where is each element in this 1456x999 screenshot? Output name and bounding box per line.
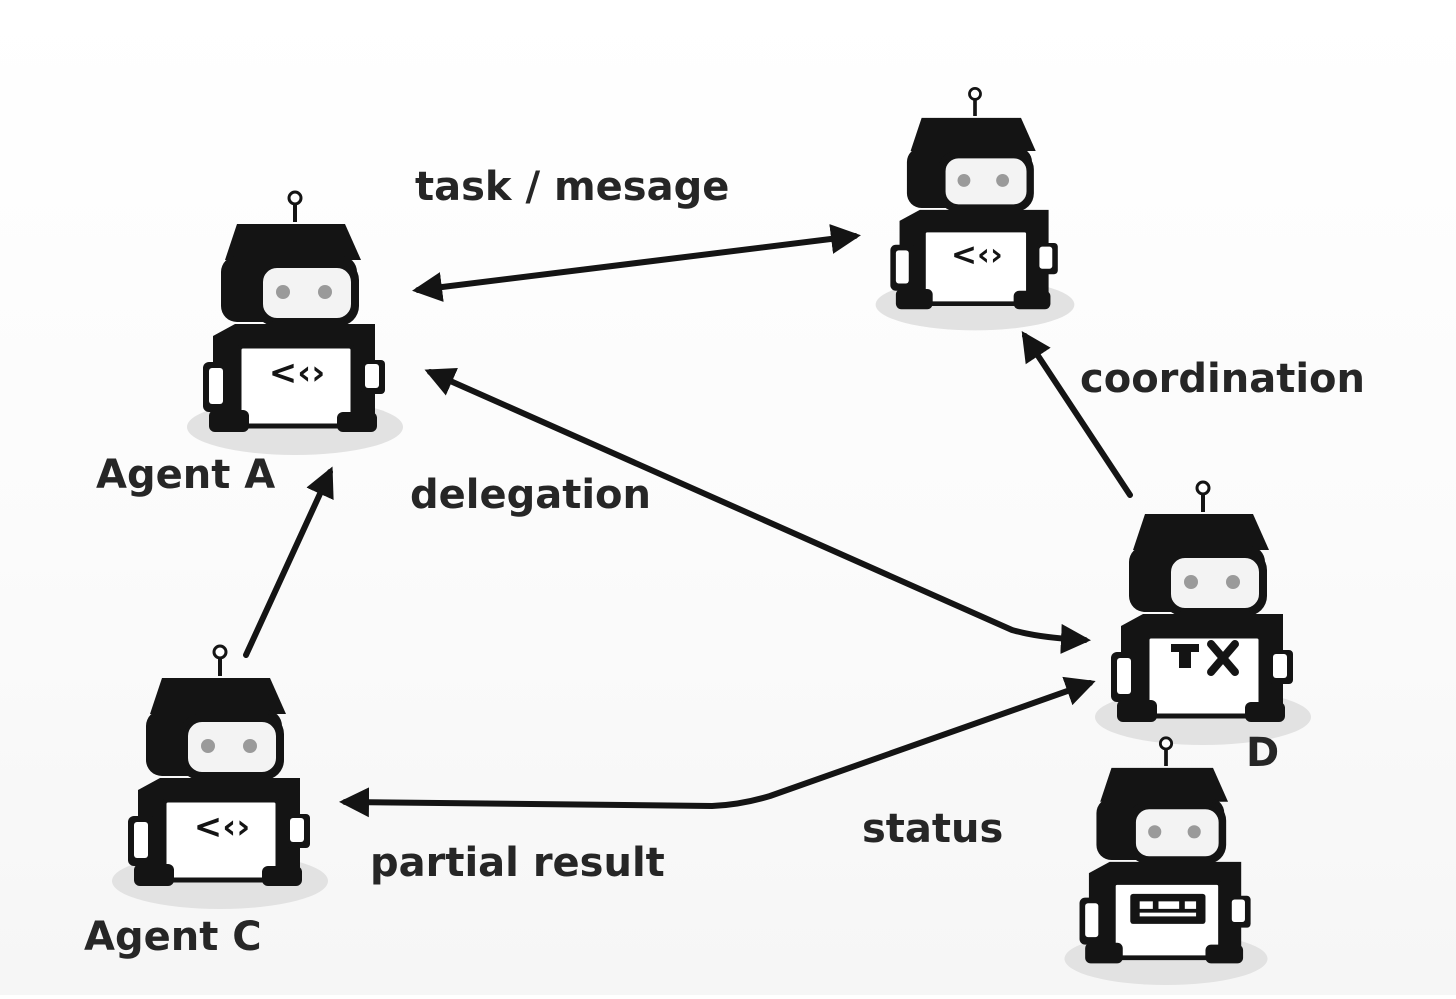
robot-icon [187, 192, 403, 455]
agent-b-node[interactable] [876, 88, 1075, 330]
code-brackets-icon [950, 237, 1003, 274]
tx-icon [1171, 640, 1239, 676]
code-brackets-icon [268, 353, 326, 393]
agent-labels-layer: Agent A Agent C D [84, 452, 1279, 960]
agent-c-node[interactable] [112, 646, 328, 909]
agent-a-node[interactable] [187, 192, 403, 455]
edge-partial-result-arrow [339, 676, 1096, 818]
agent-a-label: Agent A [96, 452, 275, 498]
edge-labels-layer: task / mesage delegation coordination pa… [370, 164, 1365, 886]
edge-label-coordination: coordination [1080, 356, 1365, 402]
edges-layer [243, 224, 1133, 818]
robot-icon [112, 646, 328, 909]
edge-delegation-arrow [424, 368, 1091, 654]
robot-icon [1064, 738, 1267, 985]
code-brackets-icon [193, 807, 251, 847]
panel-icon [1130, 893, 1206, 924]
edge-label-task-message: task / mesage [415, 164, 729, 210]
edge-label-partial-result: partial result [370, 840, 665, 886]
agent-d-node[interactable] [1095, 482, 1311, 745]
edge-coordination-arrow [1021, 330, 1133, 498]
robot-icon [876, 88, 1075, 330]
agent-e-node[interactable] [1064, 738, 1267, 985]
robot-icon [1095, 482, 1311, 745]
edge-label-status: status [862, 806, 1003, 852]
agent-c-label: Agent C [84, 914, 262, 960]
agent-e-label: D [1246, 730, 1279, 776]
edge-c-to-a-arrow [243, 466, 334, 658]
edge-task-message-arrow [412, 224, 861, 302]
edge-label-delegation: delegation [410, 472, 651, 518]
